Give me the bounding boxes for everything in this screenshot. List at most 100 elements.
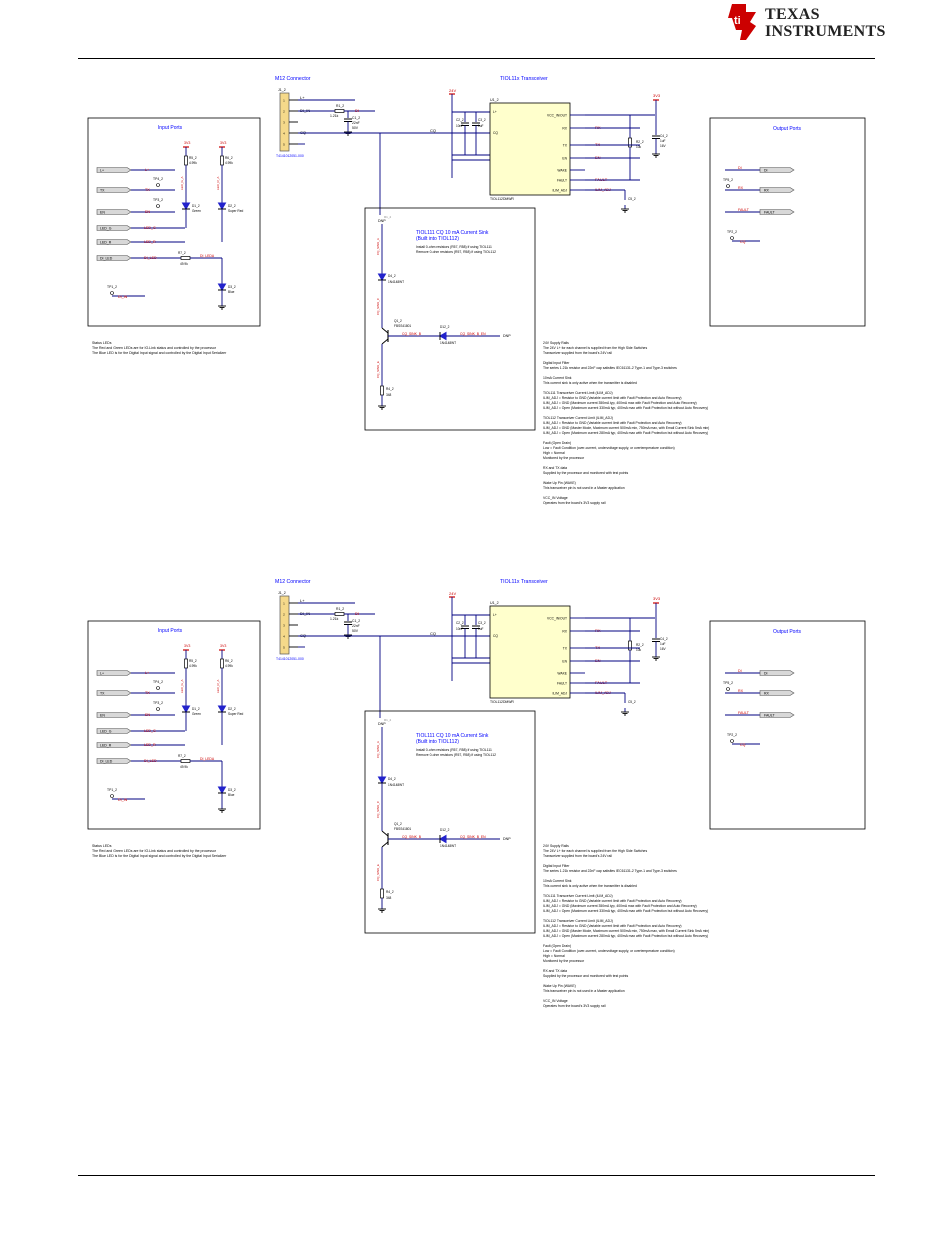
led-resistor [184,658,188,669]
design-note: The series 1.21k resistor and 22nF cap s… [543,869,677,873]
tx-in-net-label: TX [145,188,150,192]
design-note: TIOL112 Transceiver Current Limit (ILIM_… [543,416,613,420]
l-net-label: L+ [145,168,149,172]
test-point [730,236,734,240]
tp3-ref: TP3_2 [153,701,163,705]
output-net-label: DI [738,669,742,673]
q1-ref: Q1_2 [394,822,402,826]
l-plus-label: L+ [300,95,305,100]
input-flag-label: EN [100,713,105,717]
diode-body [377,776,387,784]
design-note: ILIM_ADJ = Open (Maximum current 280mA t… [543,934,708,938]
d12-ref: D12_2 [440,325,450,329]
c4-capacitor [652,135,660,139]
design-note: ILIM_ADJ = GND (Master Mode, Maximum cur… [543,426,709,430]
d4-diode [377,273,387,281]
design-note: Fault (Open Drain) [543,441,571,445]
q1-collector [381,327,389,334]
input-ports-box [87,620,261,830]
status-led [217,705,227,713]
input-flag-label: L+ [100,168,104,172]
led-resistor [184,155,188,166]
c4-ground [652,150,660,158]
design-note: Monitored by the processor [543,456,585,460]
resistor-value: 4.99k [189,664,197,668]
input-flag [96,712,132,718]
r2-resistor [628,640,632,651]
current-sink-note: Install 0-ohm resistors (R57, R58) if us… [416,245,492,249]
svg-text:ti: ti [734,15,741,27]
d4-part: 1N4148WT [388,783,404,787]
r4-value: 348 [386,896,392,900]
c3-ref: C3_2 [478,118,486,122]
r7-ref: R7_2 [178,754,186,758]
r4-ref: R4_2 [386,890,394,894]
output-flag [759,690,795,696]
r7-ref: R7_2 [178,251,186,255]
c1-voltage: 50V [352,126,359,130]
c1-capacitor [344,118,352,122]
r1-resistor [334,612,345,616]
input-ports-title: Input Ports [158,125,183,131]
d12-diode [439,331,447,341]
design-note: Low = Fault Condition (over-current, und… [543,949,675,953]
led-anode-net: LED_R_A [216,680,220,693]
pin-number: 2 [283,110,285,114]
status-led [181,202,191,210]
d4-diode [377,776,387,784]
cq-out-net-label: CQ [740,743,746,747]
dnp-label: DNP [378,219,386,223]
design-note: ILIM_ADJ = Resistor to GND (Variable cur… [543,924,682,928]
output-flag [759,209,795,215]
ic-pin-label: ILIM_ADJ [553,188,568,192]
r1-resistor [334,109,345,113]
diode-body [439,331,447,341]
input-flag [96,225,132,231]
d12-ref: D12_2 [440,828,450,832]
dnp-ref: R1_2 [384,718,392,722]
design-note: This transceiver pin is not used in a Ma… [543,486,625,490]
status-led [217,202,227,210]
design-note: Transceiver supplied from the board's 24… [543,351,612,355]
resistor-value: 4.99k [225,161,233,165]
v24-label: 24V [449,591,456,596]
output-ports-box [709,620,866,830]
input-ports-box [87,117,261,327]
diode-body [217,705,227,713]
input-flag [96,728,132,734]
input-flag [96,187,132,193]
tp1-ref: TP1_2 [107,788,117,792]
resistor-ref: R6_2 [225,156,233,160]
c4-value: 1uF [660,139,666,143]
c3-value: 1uF [478,627,484,631]
r2-ref: R2_2 [636,140,644,144]
design-note: ILIM_ADJ = Resistor to GND (Variable cur… [543,899,682,903]
led-desc: Super Red [228,712,243,716]
c3-ref: C3_2 [478,621,486,625]
current-sink-note: Install 0-ohm resistors (R57, R58) if us… [416,748,492,752]
input-flag [96,742,132,748]
transceiver-ic [489,605,571,699]
design-note: This current sink is only active when th… [543,884,637,888]
test-point [156,183,160,187]
tp5-ref: TP5_2 [723,178,733,182]
current-sink-note: Remove 0-ohm resistors (R57, R58) if usi… [416,753,496,757]
c5-ref: C5_2 [628,197,636,201]
ic-pin-label: VCC_IN/OUT [547,616,567,620]
pin-number: 2 [283,613,285,617]
design-note: ILIM_ADJ = Open (Maximum current 330mA t… [543,909,708,913]
di-in-label: DI_IN [300,108,310,113]
status-notes: The Red and Green LEDs are for IO-Link s… [92,346,217,350]
cq-net-label: CQ [430,631,436,636]
cq-sink-en-label: CQ_SINK_B_EN [460,332,486,336]
ti-wordmark: TEXAS INSTRUMENTS [765,6,886,40]
r7-resistor [180,759,191,763]
dnp-label: DNP [503,837,511,841]
test-point [730,739,734,743]
v3v3-label: 3V3 [653,596,661,601]
output-ports-box [709,117,866,327]
r2-value: 10k [636,648,642,652]
led-r-net-label: LED_R [144,743,156,747]
design-note: RX and TX data [543,466,567,470]
design-note: Digital Input Filter [543,864,570,868]
